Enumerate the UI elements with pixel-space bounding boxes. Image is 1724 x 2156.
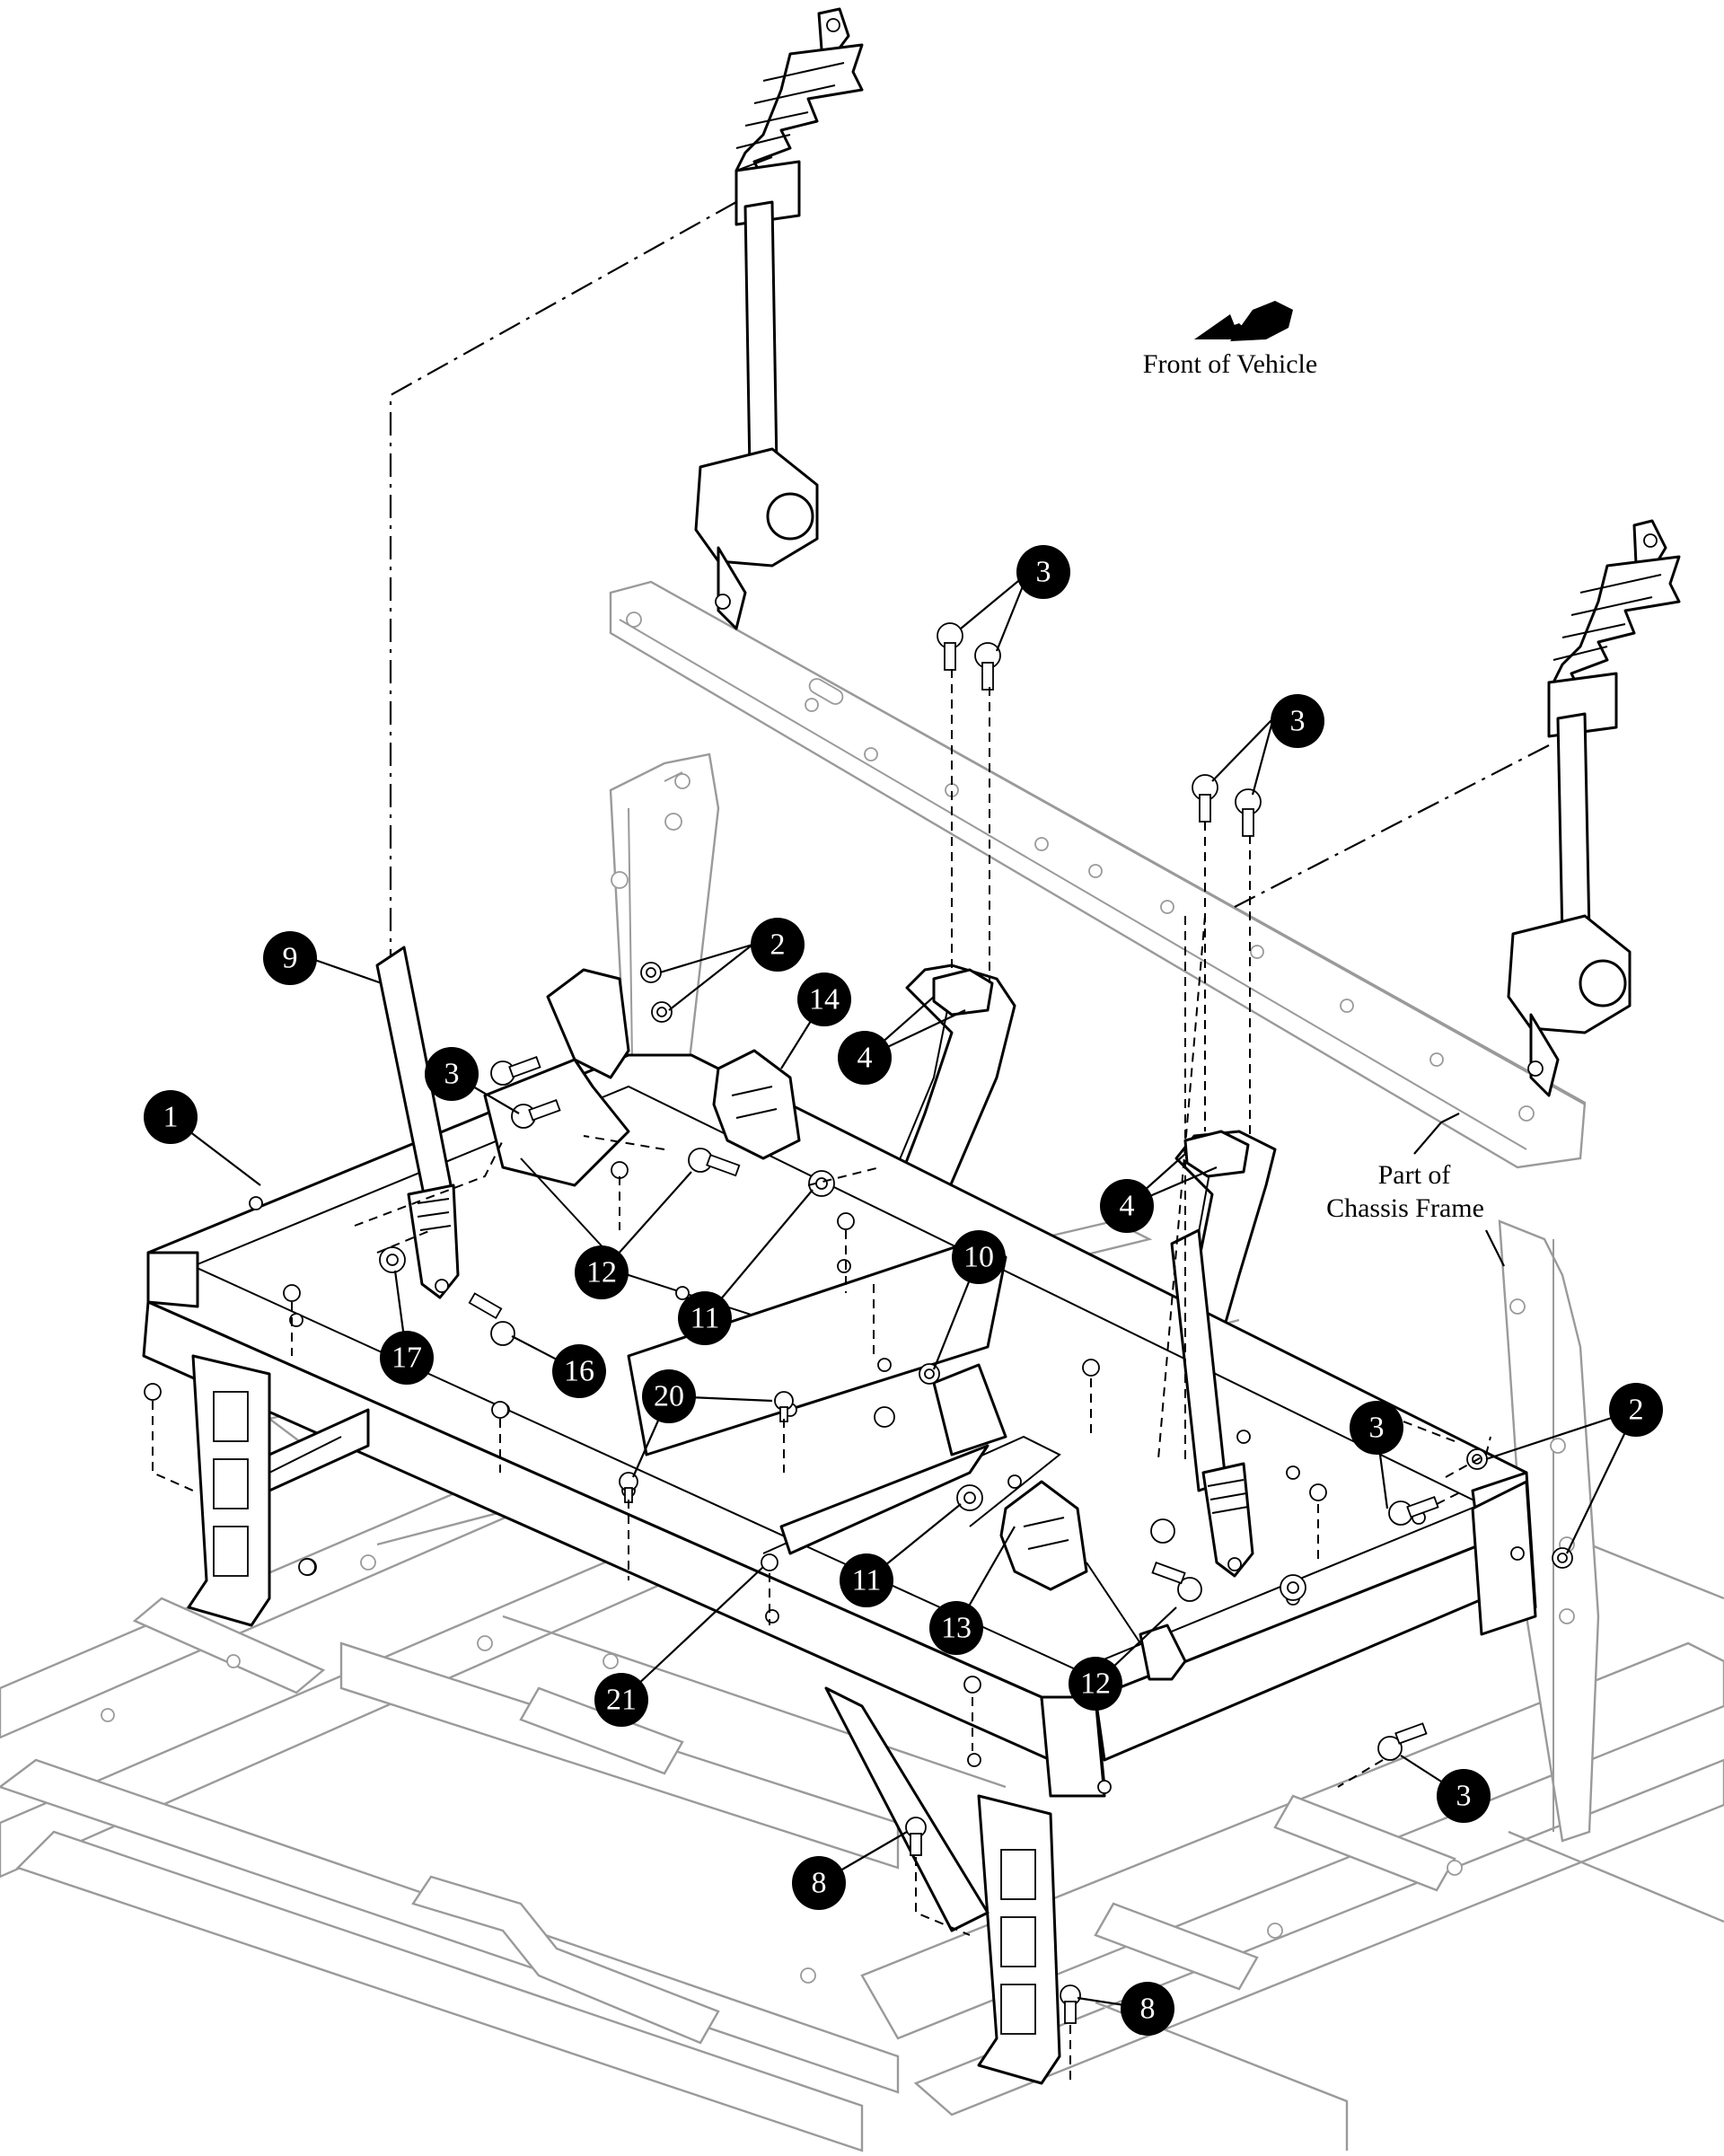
callout-3-top: 3 bbox=[1016, 545, 1070, 599]
callout-11-left: 11 bbox=[678, 1291, 732, 1345]
callout-12-left: 12 bbox=[575, 1245, 629, 1299]
svg-text:8: 8 bbox=[1140, 1993, 1156, 2026]
chassis-frame-label-line2: Chassis Frame bbox=[1326, 1193, 1484, 1223]
svg-text:12: 12 bbox=[1080, 1668, 1111, 1701]
svg-text:12: 12 bbox=[586, 1256, 617, 1289]
callout-16: 16 bbox=[552, 1344, 606, 1398]
callout-20: 20 bbox=[642, 1369, 696, 1423]
lap-belt-right bbox=[1170, 1228, 1254, 1578]
svg-text:11: 11 bbox=[690, 1302, 720, 1335]
svg-text:3: 3 bbox=[1369, 1412, 1385, 1445]
bolt-8-right bbox=[1060, 1984, 1081, 2024]
chassis-label-leader bbox=[1413, 1113, 1460, 1155]
bolt-3-mid-a bbox=[1192, 774, 1218, 823]
callout-8-left: 8 bbox=[792, 1856, 846, 1910]
chassis-cross-member bbox=[609, 580, 1587, 1169]
callout-1: 1 bbox=[144, 1090, 198, 1144]
bolt-12-right bbox=[1151, 1562, 1202, 1602]
callout-3-bottom: 3 bbox=[1437, 1769, 1491, 1823]
callout-2-right: 2 bbox=[1609, 1383, 1663, 1437]
svg-text:3: 3 bbox=[1456, 1780, 1472, 1813]
lap-belt-left bbox=[375, 946, 460, 1299]
svg-text:3: 3 bbox=[1036, 556, 1051, 589]
seat-base-frame bbox=[142, 964, 1537, 2085]
bolt-3-left-upper bbox=[490, 1056, 541, 1086]
buckle-lower bbox=[999, 1480, 1187, 1681]
fasteners bbox=[144, 622, 1573, 2024]
callout-11-mid: 11 bbox=[840, 1553, 893, 1607]
svg-text:9: 9 bbox=[283, 942, 298, 975]
chassis-frame-label-line1: Part of bbox=[1378, 1160, 1451, 1190]
svg-text:4: 4 bbox=[1120, 1190, 1135, 1223]
chassis-frame-background bbox=[0, 752, 1724, 2152]
svg-text:17: 17 bbox=[391, 1342, 422, 1375]
bolt-3-right bbox=[1388, 1496, 1439, 1526]
bolt-3-mid-b bbox=[1235, 788, 1262, 837]
callout-17: 17 bbox=[380, 1331, 434, 1385]
front-of-vehicle-arrow bbox=[1194, 301, 1293, 341]
svg-text:2: 2 bbox=[1629, 1394, 1644, 1427]
buckle-upper bbox=[712, 1049, 801, 1160]
callout-8-right: 8 bbox=[1121, 1982, 1174, 2036]
svg-text:11: 11 bbox=[852, 1564, 882, 1597]
callout-14: 14 bbox=[797, 972, 851, 1026]
assembly-lines bbox=[152, 201, 1550, 2083]
callout-3-right: 3 bbox=[1350, 1401, 1403, 1455]
callout-3-mid: 3 bbox=[1271, 694, 1324, 748]
callout-12-right: 12 bbox=[1069, 1657, 1122, 1711]
callout-10: 10 bbox=[952, 1230, 1006, 1284]
callout-9: 9 bbox=[263, 931, 317, 985]
bolt-3-top-a bbox=[937, 622, 963, 671]
svg-text:2: 2 bbox=[770, 928, 786, 962]
bolt-3-left-lower bbox=[511, 1099, 561, 1129]
seat-belt-retractor-right bbox=[1507, 519, 1681, 1097]
svg-text:3: 3 bbox=[444, 1058, 460, 1091]
callout-2-left: 2 bbox=[751, 918, 805, 972]
svg-text:8: 8 bbox=[812, 1867, 827, 1900]
callout-4-left: 4 bbox=[838, 1031, 892, 1085]
callout-21: 21 bbox=[594, 1673, 648, 1727]
svg-text:4: 4 bbox=[858, 1042, 873, 1075]
svg-text:20: 20 bbox=[654, 1380, 684, 1413]
bolt-3-top-b bbox=[974, 642, 1001, 691]
callout-3-left: 3 bbox=[425, 1047, 479, 1101]
callout-13: 13 bbox=[929, 1601, 983, 1655]
bolt-12-left bbox=[688, 1148, 741, 1177]
svg-text:14: 14 bbox=[809, 983, 840, 1016]
callout-4-right: 4 bbox=[1100, 1179, 1154, 1233]
seat-belt-retractor-left bbox=[694, 7, 864, 630]
bolt-3-bottom bbox=[1377, 1722, 1428, 1761]
svg-text:1: 1 bbox=[163, 1101, 179, 1134]
bolt-16 bbox=[468, 1292, 515, 1346]
bolt-8-left bbox=[905, 1817, 927, 1856]
front-of-vehicle-label: Front of Vehicle bbox=[1143, 349, 1317, 379]
svg-text:13: 13 bbox=[941, 1612, 972, 1645]
svg-text:16: 16 bbox=[564, 1355, 594, 1388]
svg-text:10: 10 bbox=[963, 1241, 994, 1274]
svg-text:21: 21 bbox=[606, 1684, 637, 1717]
svg-text:3: 3 bbox=[1290, 705, 1306, 738]
